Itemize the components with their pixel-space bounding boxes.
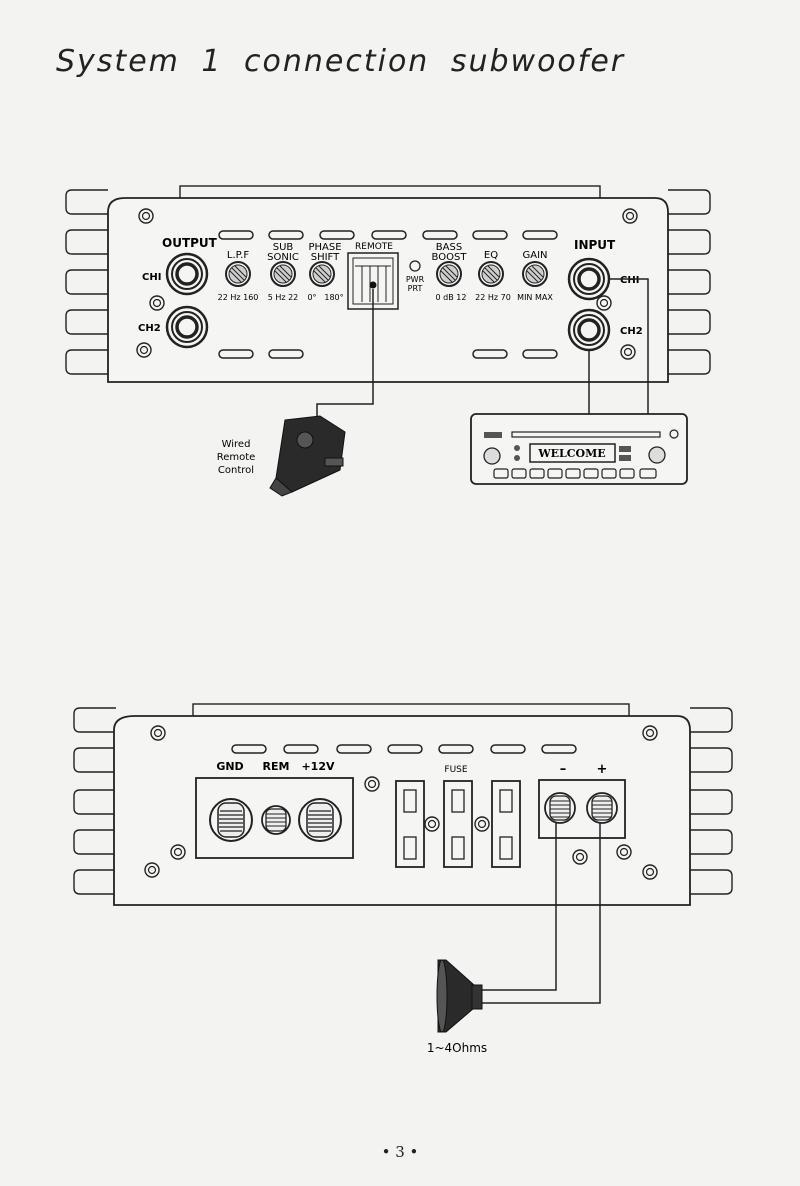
- power-protect-led: [409, 260, 421, 272]
- bass-boost-label-2: BOOST: [432, 252, 468, 263]
- fuse-3[interactable]: [491, 780, 521, 868]
- speaker-terminal-block: [538, 779, 626, 839]
- page-title: System 1 connection subwoofer: [56, 44, 626, 79]
- input-label: INPUT: [574, 238, 616, 252]
- amplifier-rear-panel: GND REM +12V FUSE: [73, 703, 733, 906]
- subwoofer-speaker-icon: [436, 959, 483, 1033]
- lpf-knob[interactable]: [225, 261, 251, 287]
- heatsink-fins-left: [65, 189, 109, 375]
- remote-label: REMOTE: [355, 242, 393, 252]
- phase-shift-min: 0°: [307, 293, 316, 302]
- bass-boost-range: 0 dB 12: [436, 293, 467, 302]
- sub-sonic-knob[interactable]: [270, 261, 296, 287]
- sub-sonic-label-2: SONIC: [267, 252, 299, 263]
- gain-range: MIN MAX: [517, 293, 553, 302]
- phase-shift-knob[interactable]: [309, 261, 335, 287]
- fuse-1[interactable]: [395, 780, 425, 868]
- phase-shift-label-1: PHASE: [308, 242, 341, 253]
- page-number: • 3 •: [381, 1143, 419, 1161]
- input-ch1-label: CHI: [620, 275, 639, 286]
- eq-knob[interactable]: [478, 261, 504, 287]
- amplifier-front-panel: OUTPUT CHI CH2 L.P.F 22 Hz 160 SUB SONIC…: [65, 185, 711, 383]
- sub-sonic-range: 5 Hz 22: [268, 293, 299, 302]
- gain-label: GAIN: [522, 250, 547, 261]
- speaker-impedance-label: 1~4Ohms: [427, 1041, 487, 1055]
- output-label: OUTPUT: [162, 236, 218, 250]
- eq-range: 22 Hz 70: [475, 293, 511, 302]
- fuse-2[interactable]: [443, 780, 473, 868]
- speaker-plus-terminal[interactable]: [586, 792, 618, 824]
- fuse-label: FUSE: [444, 765, 467, 775]
- wired-remote-label-line-2: Remote: [217, 452, 256, 463]
- phase-shift-max: 180°: [324, 293, 343, 302]
- heatsink-fins-left: [73, 707, 117, 895]
- heatsink-fins-right: [689, 707, 733, 895]
- wired-remote-control-icon: [269, 415, 346, 497]
- gain-knob[interactable]: [522, 261, 548, 287]
- prt-label: PRT: [408, 284, 423, 293]
- 12v-label: +12V: [301, 760, 335, 773]
- lpf-label: L.P.F: [227, 250, 249, 261]
- speaker-minus-terminal[interactable]: [544, 792, 576, 824]
- bass-boost-label-1: BASS: [436, 242, 462, 253]
- rem-label: REM: [263, 760, 290, 773]
- wired-remote-label-line-1: Wired: [222, 439, 251, 450]
- remote-cable: [316, 289, 374, 424]
- head-unit-display: WELCOME: [537, 447, 605, 460]
- sub-sonic-label-1: SUB: [273, 242, 294, 253]
- heatsink-fins-right: [667, 189, 711, 375]
- head-unit: WELCOME: [470, 413, 688, 485]
- pwr-label: PWR: [406, 275, 425, 284]
- power-terminal-block: [195, 777, 354, 859]
- bass-boost-knob[interactable]: [436, 261, 462, 287]
- output-ch2-label: CH2: [138, 323, 161, 334]
- gnd-label: GND: [216, 760, 243, 773]
- eq-label: EQ: [484, 250, 498, 261]
- speaker-plus-label: +: [597, 762, 608, 777]
- lpf-range: 22 Hz 160: [218, 293, 259, 302]
- input-ch2-label: CH2: [620, 326, 643, 337]
- speaker-wires: [480, 822, 601, 1004]
- speaker-minus-label: –: [560, 762, 567, 777]
- phase-shift-label-2: SHIFT: [311, 252, 340, 263]
- wired-remote-label-line-3: Control: [218, 465, 254, 476]
- output-ch1-label: CHI: [142, 272, 161, 283]
- rem-terminal[interactable]: [261, 805, 291, 835]
- rca-cables: [588, 278, 649, 414]
